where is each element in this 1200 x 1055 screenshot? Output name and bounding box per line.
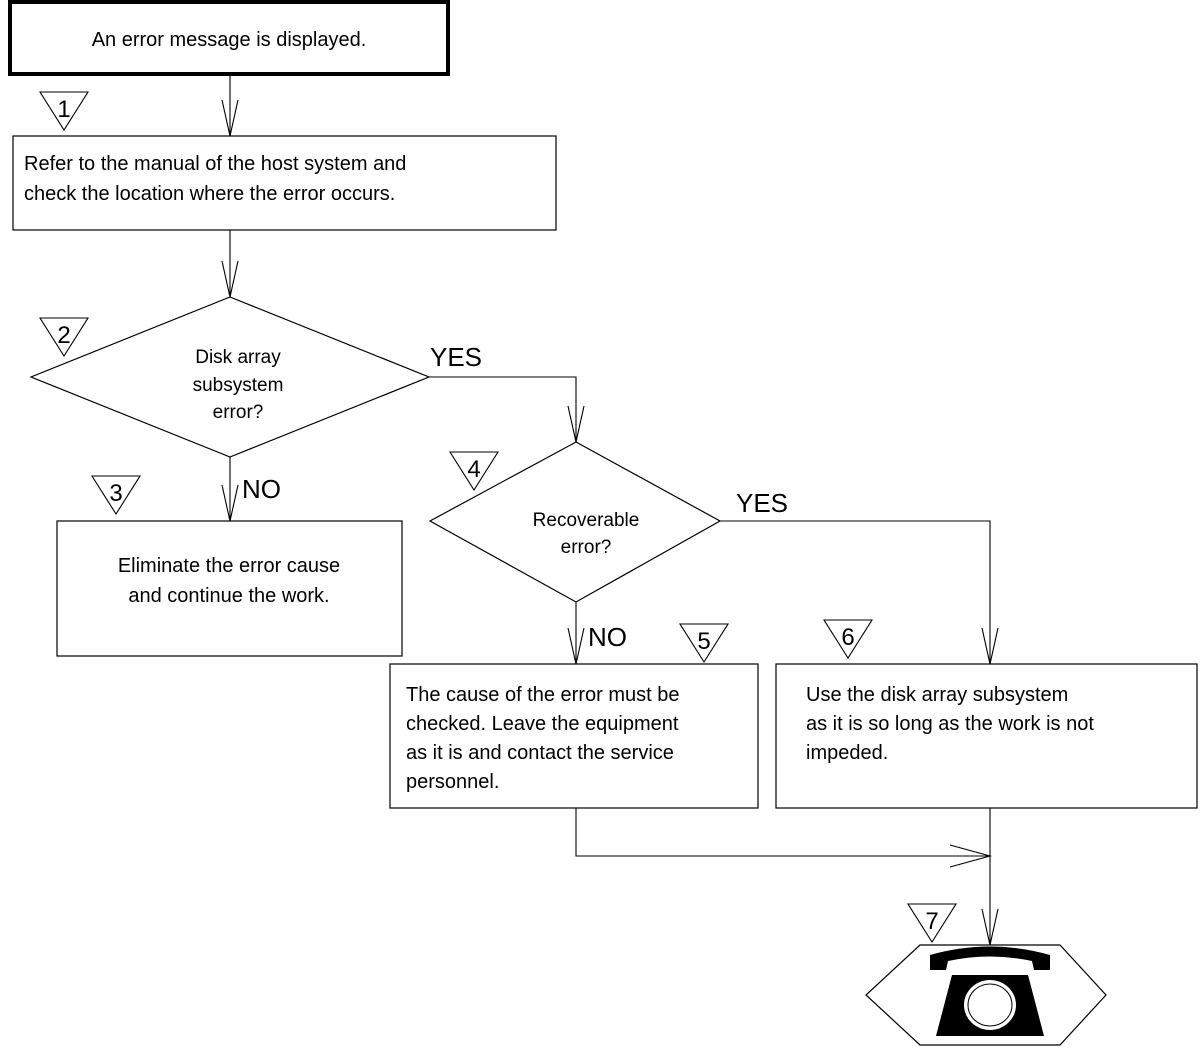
use-as-is-line-1: Use the disk array subsystem	[806, 684, 1068, 706]
contact-service-node: The cause of the error must be checked. …	[389, 663, 759, 809]
edge-recoverable-yes	[720, 520, 991, 664]
start-node-label: An error message is displayed.	[92, 29, 367, 51]
step-number-3: 3	[109, 480, 122, 507]
eliminate-line-2: and continue the work.	[128, 585, 329, 607]
contact-service-line-1: The cause of the error must be	[406, 684, 679, 706]
check-host-line-1: Refer to the manual of the host system a…	[24, 153, 406, 175]
telephone-icon	[930, 946, 1050, 1036]
check-host-node: Refer to the manual of the host system a…	[12, 135, 557, 231]
check-host-line-2: check the location where the error occur…	[24, 183, 395, 205]
step-marker-2: 2	[39, 317, 89, 358]
decision-recoverable: Recoverable error?	[428, 441, 722, 603]
step-number-5: 5	[697, 628, 710, 655]
step-marker-3: 3	[91, 475, 141, 516]
contact-service-line-4: personnel.	[406, 771, 499, 793]
contact-terminal	[865, 944, 1107, 1046]
contact-service-line-3: as it is and contact the service	[406, 742, 674, 764]
edge-contact-to-merge	[575, 808, 990, 857]
branch-labels: YES NO YES NO	[242, 342, 788, 652]
edge-disk-yes	[429, 376, 577, 442]
connectors	[221, 76, 999, 946]
step-number-6: 6	[841, 624, 854, 651]
branch-label-disk-no: NO	[242, 474, 281, 504]
branch-label-recoverable-yes: YES	[736, 488, 788, 518]
step-marker-1: 1	[39, 91, 89, 132]
step-marker-4: 4	[449, 451, 499, 492]
step-number-2: 2	[57, 322, 70, 349]
start-node: An error message is displayed.	[8, 0, 450, 76]
step-number-7: 7	[925, 908, 938, 935]
contact-service-line-2: checked. Leave the equipment	[406, 713, 679, 735]
decision-recoverable-line-1: Recoverable	[533, 510, 640, 531]
step-marker-6: 6	[823, 619, 873, 660]
eliminate-line-1: Eliminate the error cause	[118, 555, 340, 577]
step-marker-7: 7	[907, 903, 957, 944]
decision-disk-line-3: error?	[213, 402, 264, 423]
branch-label-recoverable-no: NO	[588, 622, 627, 652]
decision-disk-error: Disk array subsystem error?	[29, 296, 431, 458]
eliminate-node: Eliminate the error cause and continue t…	[56, 520, 403, 657]
step-number-1: 1	[57, 96, 70, 123]
decision-disk-line-1: Disk array	[195, 347, 281, 368]
step-marker-5: 5	[679, 623, 729, 664]
use-as-is-line-3: impeded.	[806, 742, 888, 764]
decision-disk-line-2: subsystem	[193, 375, 284, 396]
step-number-4: 4	[467, 456, 480, 483]
use-as-is-node: Use the disk array subsystem as it is so…	[775, 663, 1198, 809]
use-as-is-line-2: as it is so long as the work is not	[806, 713, 1094, 735]
decision-recoverable-line-2: error?	[561, 537, 612, 558]
step-markers: 1 2 3 4 5 6 7	[39, 91, 957, 944]
branch-label-disk-yes: YES	[430, 342, 482, 372]
